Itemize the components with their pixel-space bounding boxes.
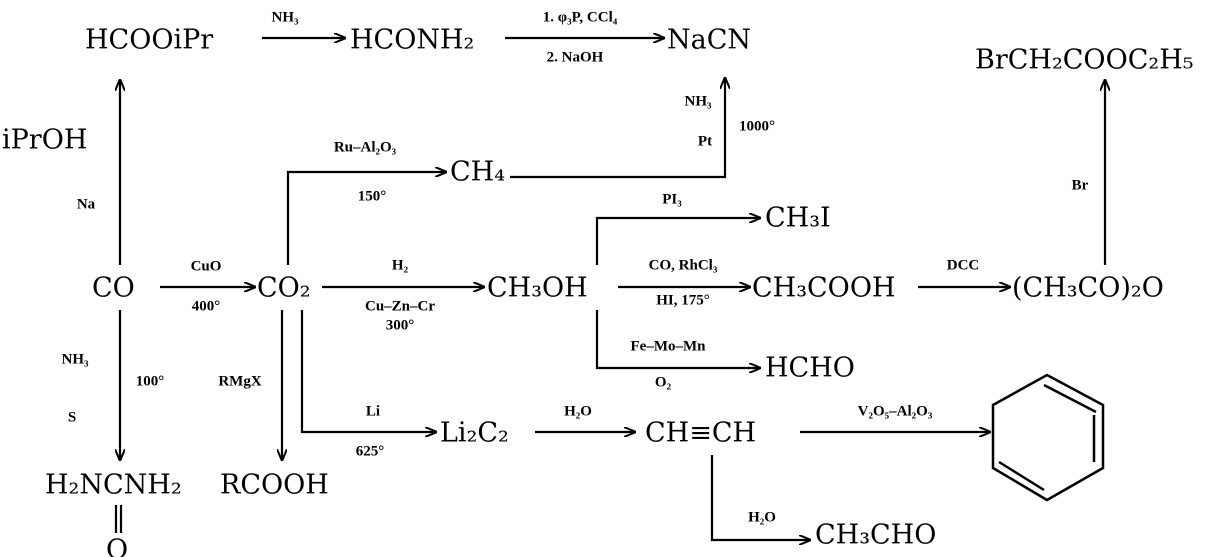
condition-label: CuO — [190, 258, 222, 275]
condition-label: Ru–Al₂O₃ — [333, 139, 397, 156]
urea-carbonyl-oxygen: O — [106, 534, 129, 557]
condition-label: O₂ — [654, 374, 672, 391]
arrow-ch4-to-nacn — [510, 78, 725, 179]
condition-label: HI, 175° — [656, 292, 710, 309]
compound-acetic-anhydride: (CH₃CO)₂O — [1012, 272, 1164, 304]
condition-label: NH₃ — [684, 93, 712, 110]
arrow-co2-to-ch4 — [286, 172, 446, 265]
compound-methanol: CH₃OH — [487, 272, 588, 304]
compound-formaldehyde: HCHO — [765, 352, 855, 384]
condition-label: NH₃ — [61, 351, 89, 368]
condition-label: 150° — [357, 188, 387, 205]
condition-label: Cu–Zn–Cr — [364, 298, 436, 315]
compound-isopropanol: iPrOH — [2, 124, 88, 156]
compound-methyl-iodide: CH₃I — [765, 202, 831, 234]
condition-label: 625° — [355, 443, 385, 460]
condition-label: H₂ — [391, 257, 409, 274]
condition-label: 300° — [385, 317, 415, 334]
compound-acetic-acid: CH₃COOH — [752, 272, 896, 304]
compound-formamide: HCONH₂ — [350, 24, 475, 56]
condition-label: Fe–Mo–Mn — [630, 338, 706, 355]
condition-label: 1000° — [739, 118, 775, 135]
benzene-ring — [991, 373, 1105, 502]
condition-label: DCC — [946, 257, 980, 274]
arrow-methanol-to-hcho — [595, 310, 760, 368]
condition-label: H₂O — [748, 509, 776, 526]
compound-lithium-carbide: Li₂C₂ — [440, 417, 509, 449]
condition-label: Br — [1071, 177, 1089, 194]
arrow-acetylene-to-acetaldehyde — [710, 455, 810, 540]
compound-acetaldehyde: CH₃CHO — [815, 519, 937, 551]
condition-label: 100° — [135, 373, 165, 390]
condition-label: Li — [365, 403, 381, 420]
compound-carbon-dioxide: CO₂ — [257, 272, 311, 304]
condition-label: 1. φ₃P, CCl₄ — [542, 9, 618, 26]
compound-urea: H₂NCNH₂ — [45, 469, 182, 501]
condition-label: RMgX — [218, 373, 262, 390]
condition-label: 2. NaOH — [546, 49, 604, 66]
condition-label: Pt — [697, 133, 713, 150]
compound-methane: CH₄ — [450, 156, 506, 188]
compound-carboxylic-acid: RCOOH — [220, 469, 329, 501]
compound-carbon-monoxide: CO — [92, 272, 135, 304]
arrow-methanol-to-ch3i — [595, 218, 760, 265]
condition-label: S — [67, 409, 77, 426]
condition-label: 400° — [191, 298, 221, 315]
condition-label: V₂O₅–Al₂O₃ — [857, 403, 933, 420]
condition-label: PI₃ — [662, 191, 682, 208]
compound-acetylene: CH≡CH — [645, 417, 757, 449]
compound-ethyl-bromoacetate: BrCH₂COOC₂H₅ — [975, 44, 1194, 76]
condition-label: NH₃ — [271, 9, 299, 26]
condition-label: CO, RhCl₃ — [648, 257, 718, 274]
condition-label: Na — [76, 196, 96, 213]
arrow-co2-to-li2c2 — [300, 310, 436, 432]
condition-label: H₂O — [564, 403, 592, 420]
compound-isopropyl-formate: HCOOiPr — [85, 24, 214, 56]
compound-sodium-cyanide: NaCN — [667, 24, 752, 56]
